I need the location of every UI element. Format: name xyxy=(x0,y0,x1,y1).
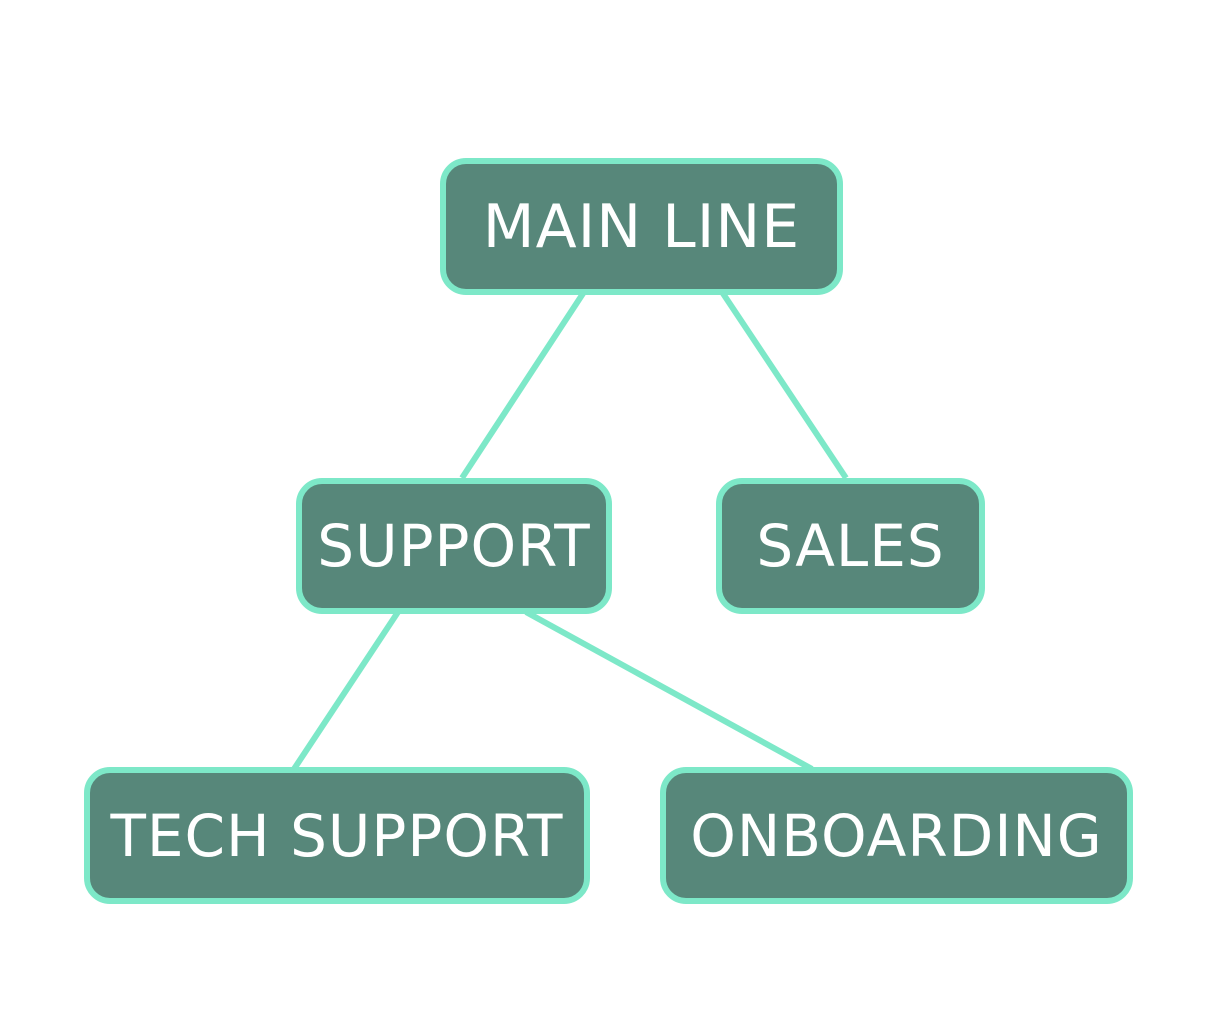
node-sales-label: SALES xyxy=(756,512,945,580)
node-support: SUPPORT xyxy=(296,478,612,614)
node-sales: SALES xyxy=(716,478,985,614)
edge-main-sales xyxy=(719,290,849,480)
edge-support-tech xyxy=(291,610,401,771)
node-support-label: SUPPORT xyxy=(317,512,591,580)
node-onboarding: ONBOARDING xyxy=(660,767,1133,904)
edge-support-onboarding xyxy=(524,609,814,772)
node-tech-support-label: TECH SUPPORT xyxy=(110,801,564,870)
node-tech-support: TECH SUPPORT xyxy=(84,767,590,904)
edge-main-support xyxy=(459,290,587,480)
node-onboarding-label: ONBOARDING xyxy=(690,801,1103,870)
node-main-line-label: MAIN LINE xyxy=(482,191,801,262)
node-main-line: MAIN LINE xyxy=(440,158,843,295)
